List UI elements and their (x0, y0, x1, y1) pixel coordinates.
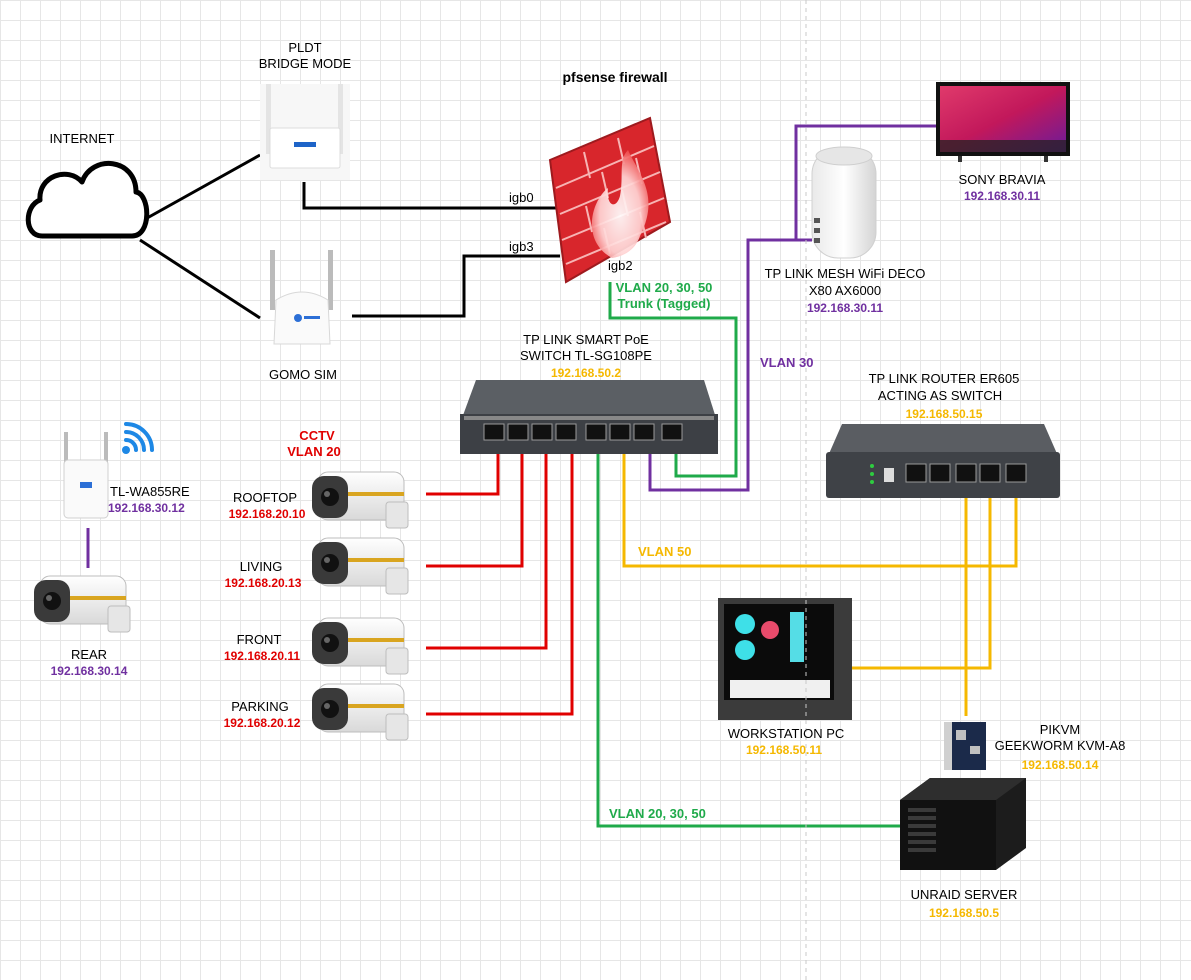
camera-icon-living (311, 537, 409, 595)
link-cam-living (426, 450, 524, 568)
gomo-label: GOMO SIM (269, 367, 337, 382)
camera-name-parking: PARKING (231, 699, 289, 714)
sony-tv-icon (936, 82, 1070, 162)
link-router-workstation (852, 486, 992, 670)
pldt-label-line2: BRIDGE MODE (258, 56, 352, 71)
sony-ip: 192.168.30.11 (963, 189, 1041, 203)
poe-switch-ip: 192.168.50.2 (550, 366, 622, 380)
camera-ip-rooftop: 192.168.20.10 (228, 507, 306, 521)
vlan30-label: VLAN 30 (760, 355, 814, 370)
camera-ip-parking: 192.168.20.12 (223, 716, 301, 730)
link-internet-pldt (139, 153, 261, 224)
port-igb3: igb3 (509, 239, 534, 254)
trunk-label-line1: VLAN 20, 30, 50 (615, 280, 713, 295)
pldt-modem-icon (260, 84, 350, 180)
poe-switch-label-line2: SWITCH TL-SG108PE (520, 348, 652, 363)
port-igb2: igb2 (608, 258, 633, 273)
port-igb0: igb0 (509, 190, 534, 205)
camera-icon-front (311, 617, 409, 675)
connection-lines (86, 124, 1018, 828)
deco-mesh-icon (811, 146, 877, 259)
camera-name-front: FRONT (236, 632, 282, 647)
poe-switch-icon (460, 380, 718, 454)
trunk-label-line2: Trunk (Tagged) (617, 296, 711, 311)
link-trunk-green (608, 282, 738, 478)
link-pldt-igb0 (302, 182, 560, 210)
router-label-line1: TP LINK ROUTER ER605 (868, 371, 1020, 386)
camera-icon-rooftop (311, 471, 409, 529)
pldt-label-line1: PLDT (288, 40, 322, 55)
rear-label: REAR (70, 647, 108, 662)
camera-ip-front: 192.168.20.11 (223, 649, 301, 663)
range-extender-icon (63, 432, 109, 519)
pikvm-ip: 192.168.50.14 (1021, 758, 1099, 772)
pikvm-label-line2: GEEKWORM KVM-A8 (994, 738, 1126, 753)
camera-icon-parking (311, 683, 409, 741)
unraid-ip: 192.168.50.5 (928, 906, 1000, 920)
camera-ip-living: 192.168.20.13 (224, 576, 302, 590)
unraid-label: UNRAID SERVER (910, 887, 1018, 902)
workstation-ip: 192.168.50.11 (745, 743, 823, 757)
firewall-icon (548, 116, 672, 284)
camera-icon-rear (33, 575, 131, 633)
extender-label: TL-WA855RE (110, 484, 190, 499)
router-ip: 192.168.50.15 (905, 407, 983, 421)
vlan-all-label: VLAN 20, 30, 50 (609, 806, 706, 821)
sony-label: SONY BRAVIA (958, 172, 1046, 187)
unraid-server-icon (900, 778, 1026, 870)
link-cam-rooftop (426, 450, 500, 496)
vlan50-label: VLAN 50 (638, 544, 692, 559)
link-cam-parking (426, 450, 574, 716)
camera-name-living: LIVING (239, 559, 283, 574)
pikvm-label-line1: PIKVM (1039, 722, 1081, 737)
cctv-label-line2: VLAN 20 (287, 444, 341, 459)
deco-label-line2: X80 AX6000 (808, 283, 882, 298)
rear-ip: 192.168.30.14 (50, 664, 128, 678)
extender-ip: 192.168.30.12 (108, 501, 185, 515)
wifi-icon (122, 422, 154, 454)
er605-router-icon (826, 424, 1060, 498)
workstation-label: WORKSTATION PC (727, 726, 845, 741)
router-label-line2: ACTING AS SWITCH (877, 388, 1003, 403)
link-cam-front (426, 450, 548, 650)
poe-switch-label-line1: TP LINK SMART PoE (523, 332, 649, 347)
workstation-pc-icon (718, 598, 852, 720)
gomo-router-icon (270, 250, 333, 345)
internet-label: INTERNET (49, 131, 115, 146)
camera-name-rooftop: ROOFTOP (232, 490, 298, 505)
link-switch-router (622, 450, 1018, 568)
cctv-label-line1: CCTV (299, 428, 335, 443)
link-switch-unraid (596, 450, 900, 828)
cloud-icon (25, 160, 150, 239)
firewall-title: pfsense firewall (562, 69, 668, 85)
link-deco-sony (794, 124, 940, 242)
deco-label-line1: TP LINK MESH WiFi DECO (764, 266, 926, 281)
deco-ip: 192.168.30.11 (806, 301, 884, 315)
link-internet-gomo (139, 238, 261, 320)
link-switch-deco (648, 238, 812, 492)
link-gomo-igb3 (352, 254, 560, 318)
pikvm-icon (944, 722, 986, 770)
